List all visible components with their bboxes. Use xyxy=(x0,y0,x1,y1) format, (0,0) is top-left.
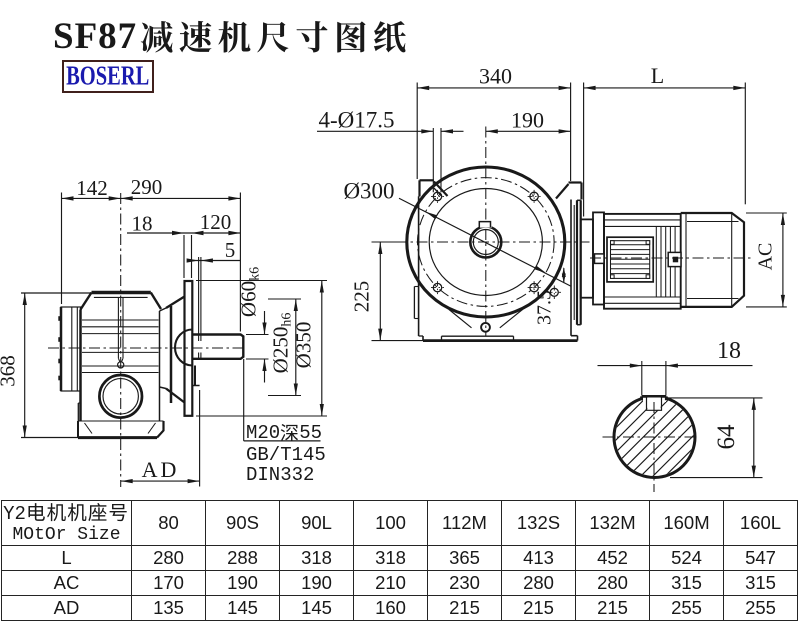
standard-note-din332: DIN332 xyxy=(246,464,314,486)
table-cell: 280 xyxy=(131,545,206,571)
brand-logo-text: BOSERL xyxy=(66,61,150,91)
row-label-ac: AC xyxy=(1,570,132,596)
dim-290: 290 xyxy=(131,175,163,199)
dim-5: 5 xyxy=(225,238,236,262)
dim-120: 120 xyxy=(200,210,232,234)
column-header-90s: 90S xyxy=(205,500,280,546)
table-cell: 280 xyxy=(501,570,576,596)
table-cell: 190 xyxy=(279,570,354,596)
dim-dia250: Ø250h6 xyxy=(269,313,295,374)
table-header-motor-size: MOtOr Size xyxy=(12,525,121,545)
dim-368: 368 xyxy=(0,355,20,387)
tap-note-prefix: M20 xyxy=(246,422,281,444)
table-cell: 288 xyxy=(205,545,280,571)
table-corner-content: Y2 MOtOr Size xyxy=(2,501,131,545)
row-label-ad: AD xyxy=(1,595,132,621)
column-header-90l: 90L xyxy=(279,500,354,546)
table-cell: 365 xyxy=(427,545,502,571)
table-cell: 215 xyxy=(501,595,576,621)
column-header-132s: 132S xyxy=(501,500,576,546)
dim-142: 142 xyxy=(76,176,108,200)
dim-bolt-holes: 4-Ø17.5 xyxy=(318,107,394,132)
column-header-132m: 132M xyxy=(575,500,650,546)
table-cell: 135 xyxy=(131,595,206,621)
table-cell: 215 xyxy=(427,595,502,621)
dim-AC: AC xyxy=(755,243,777,271)
table-cell: 524 xyxy=(649,545,724,571)
table-cell: 315 xyxy=(723,570,798,596)
standard-note-gbt145-text: GB/T145 xyxy=(246,443,326,466)
dim-340: 340 xyxy=(479,64,512,89)
depth-cjk-char xyxy=(280,424,299,442)
table-cell: 255 xyxy=(649,595,724,621)
table-cell: 452 xyxy=(575,545,650,571)
dim-64: 64 xyxy=(713,424,740,450)
column-header-100: 100 xyxy=(353,500,428,546)
front-view: 340 L 190 4-Ø17.5 Ø300 225 37.5 AC xyxy=(317,63,787,343)
table-cell: 315 xyxy=(649,570,724,596)
table-cell: 413 xyxy=(501,545,576,571)
table-cell: 318 xyxy=(353,545,428,571)
brand-logo: BOSERL xyxy=(62,60,154,93)
dim-18: 18 xyxy=(132,212,153,236)
dim-L: L xyxy=(651,63,664,88)
standard-note-din332-text: DIN332 xyxy=(246,464,315,486)
table-cell: 145 xyxy=(279,595,354,621)
column-header-112m: 112M xyxy=(427,500,502,546)
table-header-cjk-text xyxy=(28,502,127,522)
dim-225: 225 xyxy=(350,281,374,313)
row-label-l: L xyxy=(1,545,132,571)
table-cell: 280 xyxy=(575,570,650,596)
dim-key-18: 18 xyxy=(717,338,741,364)
table-cell: 160 xyxy=(353,595,428,621)
dim-dia60: Ø60k6 xyxy=(237,267,263,317)
dim-dia300: Ø300 xyxy=(343,179,394,204)
dim-190: 190 xyxy=(511,108,544,133)
table-header-line1: Y2 xyxy=(3,502,130,525)
table-cell: 318 xyxy=(279,545,354,571)
dim-dia350: Ø350 xyxy=(292,322,316,369)
table-cell: 145 xyxy=(205,595,280,621)
column-header-160m: 160M xyxy=(649,500,724,546)
title-cjk-text xyxy=(141,20,406,53)
page-title: SF87 xyxy=(53,15,412,57)
tap-depth-note: M20 55 xyxy=(246,422,322,444)
dim-37-5: 37.5 xyxy=(534,290,556,325)
dim-AD: AD xyxy=(142,457,180,482)
table-cell: 190 xyxy=(205,570,280,596)
table-corner-header: Y2 MOtOr Size xyxy=(1,500,132,546)
table-cell: 547 xyxy=(723,545,798,571)
table-cell: 230 xyxy=(427,570,502,596)
title-model-code: SF87 xyxy=(53,16,138,57)
column-header-80: 80 xyxy=(131,500,206,546)
table-header-latin: Y2 xyxy=(3,503,26,525)
table-cell: 170 xyxy=(131,570,206,596)
table-cell: 255 xyxy=(723,595,798,621)
table-cell: 215 xyxy=(575,595,650,621)
table-cell: 210 xyxy=(353,570,428,596)
side-view: 142 290 18 120 5 368 AD Ø60k6 Ø250h6 Ø35… xyxy=(0,175,327,487)
tap-note-suffix: 55 xyxy=(299,422,323,444)
standard-note-gbt145: GB/T145 xyxy=(246,444,326,466)
column-header-160l: 160L xyxy=(723,500,798,546)
